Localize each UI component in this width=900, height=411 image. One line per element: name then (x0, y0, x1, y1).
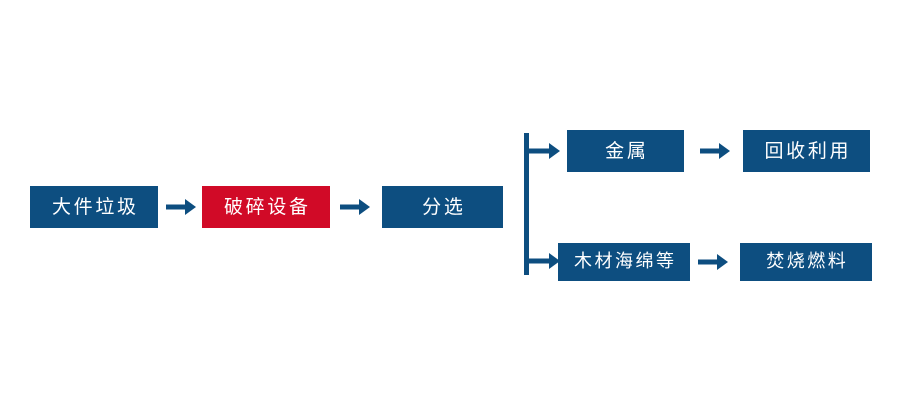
arrow-shaft (166, 204, 187, 210)
arrow-shaft (700, 148, 721, 154)
arrow-shaft (340, 204, 361, 210)
branch-arrow-icon-to-wood (527, 250, 562, 272)
arrow-head (185, 199, 196, 215)
branch-arrow-icon-to-metal (527, 140, 562, 162)
arrow-head (549, 253, 560, 269)
node-crusher-equipment: 破碎设备 (202, 186, 330, 228)
arrow-right-icon-wood-to-fuel (698, 251, 728, 273)
arrow-right-icon-crusher-to-sorting (340, 196, 370, 218)
arrow-head (719, 143, 730, 159)
arrow-shaft (698, 259, 719, 265)
arrow-right-icon-metal-to-recycling (700, 140, 730, 162)
arrow-head (359, 199, 370, 215)
node-wood-sponge-etc: 木材海绵等 (558, 243, 690, 281)
node-incineration-fuel: 焚烧燃料 (740, 243, 872, 281)
node-metal: 金属 (567, 130, 684, 172)
arrow-shaft (527, 148, 551, 154)
arrow-right-icon-bulky-to-crusher (166, 196, 196, 218)
arrow-head (549, 143, 560, 159)
arrow-head (717, 254, 728, 270)
node-bulky-waste: 大件垃圾 (30, 186, 158, 228)
arrow-shaft (527, 258, 551, 264)
node-recycling-reuse: 回收利用 (743, 130, 870, 172)
node-sorting: 分选 (382, 186, 503, 228)
branch-bracket-line (524, 133, 529, 275)
